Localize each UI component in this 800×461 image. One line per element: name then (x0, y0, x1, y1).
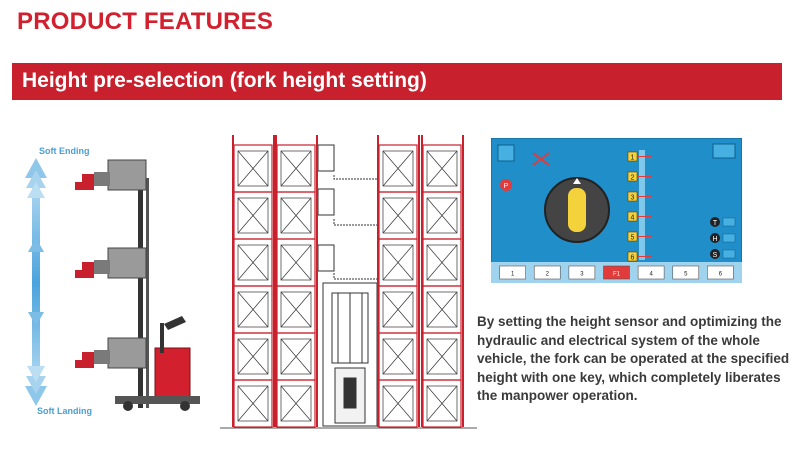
soft-landing-label: Soft Landing (37, 406, 92, 416)
height-level-button[interactable]: 3 (627, 191, 651, 202)
rack-bay (422, 285, 462, 334)
rack-upright (377, 135, 379, 427)
rack-bay (422, 379, 462, 428)
rack-bay (276, 332, 316, 381)
rack-bay (233, 144, 273, 193)
description-line: By setting the height sensor and optimiz… (477, 314, 782, 329)
section-title: Height pre-selection (fork height settin… (22, 69, 427, 92)
page-title: PRODUCT FEATURES (17, 8, 274, 35)
hmi-toolbar-button[interactable]: 1 (499, 265, 526, 280)
description-line: hydraulic and electrical system of the w… (477, 332, 760, 348)
rack-bay (378, 332, 418, 381)
hmi-toolbar-label: 3 (580, 272, 584, 278)
rack-bay (422, 191, 462, 240)
height-level-button[interactable]: 6 (627, 251, 651, 262)
height-level-label: 3 (631, 195, 635, 202)
hmi-toolbar-button[interactable]: 4 (637, 265, 665, 280)
height-level-button[interactable]: 5 (627, 231, 651, 242)
rack-bay (378, 191, 418, 240)
side-mode-label: T (713, 220, 718, 227)
rack-bay (276, 379, 316, 428)
hmi-toolbar-label: 1 (511, 272, 515, 278)
rack-bay (276, 238, 316, 287)
rack-upright (418, 135, 420, 427)
description-line: vehicle, the fork can be operated at the… (477, 351, 790, 366)
rack-bay (233, 332, 273, 381)
load-positions (317, 144, 378, 280)
height-level-buttons: 1 2 3 4 5 6 (627, 151, 651, 262)
fork-carriage-middle (75, 247, 147, 279)
height-level-label: 5 (631, 235, 635, 242)
description-line: height with one key, which completely li… (477, 369, 781, 385)
height-level-button[interactable]: 1 (627, 151, 651, 162)
power-icon[interactable] (500, 179, 512, 191)
side-mode-button[interactable]: H (710, 233, 736, 243)
height-level-button[interactable]: 4 (627, 211, 651, 222)
rack-bay (233, 238, 273, 287)
reach-truck-top-view (322, 282, 378, 427)
fork-carriage-bottom (75, 337, 147, 369)
rack-drawing (220, 135, 477, 429)
feature-description: By setting the height sensor and optimiz… (477, 313, 790, 406)
battery-icon (712, 143, 736, 159)
forklift-illustration: Soft Ending Soft Landing (20, 138, 205, 423)
hmi-toolbar-button[interactable]: 3 (568, 265, 596, 280)
height-level-label: 2 (631, 175, 635, 182)
forklift-drawing (25, 158, 200, 411)
hmi-toolbar-button[interactable]: 5 (672, 265, 700, 280)
hmi-toolbar-label: 6 (719, 272, 723, 278)
description-line: the manpower operation. (477, 388, 638, 403)
rack-bay (233, 379, 273, 428)
side-mode-button[interactable]: S (710, 249, 736, 259)
section-banner: Height pre-selection (fork height settin… (12, 63, 782, 100)
hmi-toolbar-label: 5 (684, 272, 688, 278)
rack-bay (276, 285, 316, 334)
svg-text:P: P (504, 183, 509, 190)
rack-upright (232, 135, 234, 427)
rack-bay (378, 238, 418, 287)
rack-upright (275, 135, 277, 427)
rack-bay (378, 285, 418, 334)
height-level-label: 4 (631, 215, 635, 222)
rack-bay (276, 191, 316, 240)
rack-bay (422, 332, 462, 381)
rack-bay (378, 144, 418, 193)
hmi-bottom-toolbar: 1 2 3 F1 4 5 6 (491, 262, 742, 283)
rack-upright (273, 135, 275, 427)
hmi-toolbar-label: 2 (546, 272, 550, 278)
height-level-label: 1 (631, 155, 635, 162)
hmi-toolbar-button[interactable]: 6 (707, 265, 734, 280)
fork-height-dial[interactable] (544, 177, 610, 243)
height-level-button[interactable]: 2 (627, 171, 651, 182)
vertical-double-arrow-icon (25, 158, 47, 406)
hmi-toolbar-button[interactable]: F1 (603, 265, 630, 280)
rack-diagram (220, 133, 477, 431)
hmi-toolbar-label: F1 (613, 272, 621, 278)
rack-bay (422, 238, 462, 287)
side-mode-label: S (713, 252, 718, 259)
rack-bay (233, 191, 273, 240)
height-level-label: 6 (631, 255, 635, 262)
rack-bay (233, 285, 273, 334)
side-mode-label: H (712, 236, 717, 243)
rack-upright (421, 135, 423, 427)
rack-bay (378, 379, 418, 428)
forklift-body (115, 316, 200, 411)
rack-bay (276, 144, 316, 193)
hmi-toolbar-button[interactable]: 2 (533, 265, 561, 280)
rack-upright (316, 135, 318, 427)
fork-carriage-top (75, 159, 147, 191)
rack-bay (422, 144, 462, 193)
side-mode-button[interactable]: T (710, 217, 736, 227)
height-scale (639, 150, 645, 260)
rack-upright (462, 135, 464, 427)
soft-ending-label: Soft Ending (39, 146, 90, 156)
side-mode-buttons: T H S (710, 217, 736, 259)
fork-status-icon (532, 152, 550, 166)
hmi-toolbar-label: 4 (649, 272, 653, 278)
